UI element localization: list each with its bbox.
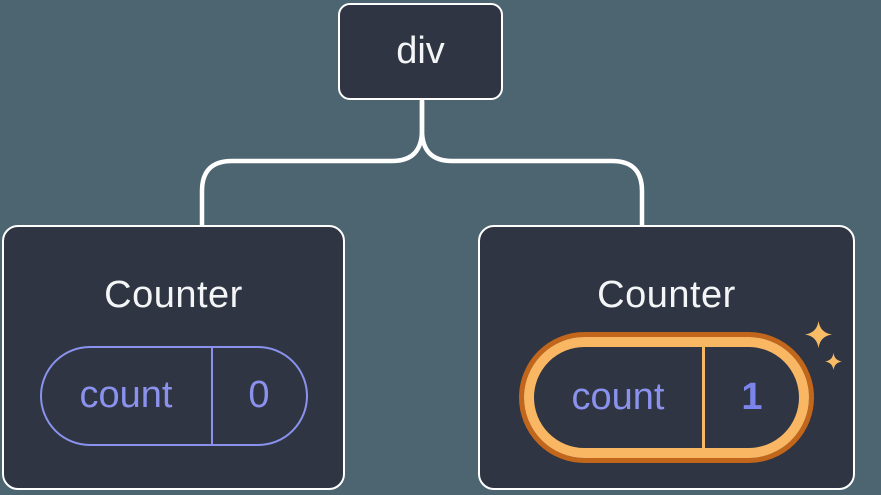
connector-right-branch (419, 98, 645, 229)
state-value: 0 (248, 374, 270, 417)
root-node-label: div (396, 30, 445, 72)
state-value-segment: 0 (213, 348, 306, 444)
highlight-ring-outer: count 1 (519, 331, 814, 463)
connector-left-branch (199, 98, 425, 229)
counter-card-left: Counter count 0 (2, 225, 345, 490)
root-node-div: div (338, 3, 503, 100)
state-value-segment: 1 (705, 347, 799, 448)
state-key-segment: count (42, 347, 213, 444)
sparkles-icon (805, 321, 832, 348)
state-pill: count 0 (39, 345, 308, 446)
component-title: Counter (597, 274, 736, 316)
state-key-label: count (571, 375, 665, 418)
highlight-ring-inner: count 1 (524, 336, 809, 458)
state-key-segment: count (534, 346, 705, 448)
component-title: Counter (104, 274, 243, 316)
counter-card-right: Counter count 1 (478, 225, 855, 490)
sparkles-icon (825, 353, 842, 370)
state-pill-highlighted: count 1 (534, 346, 799, 448)
state-value: 1 (741, 375, 763, 418)
state-key-label: count (79, 374, 173, 417)
